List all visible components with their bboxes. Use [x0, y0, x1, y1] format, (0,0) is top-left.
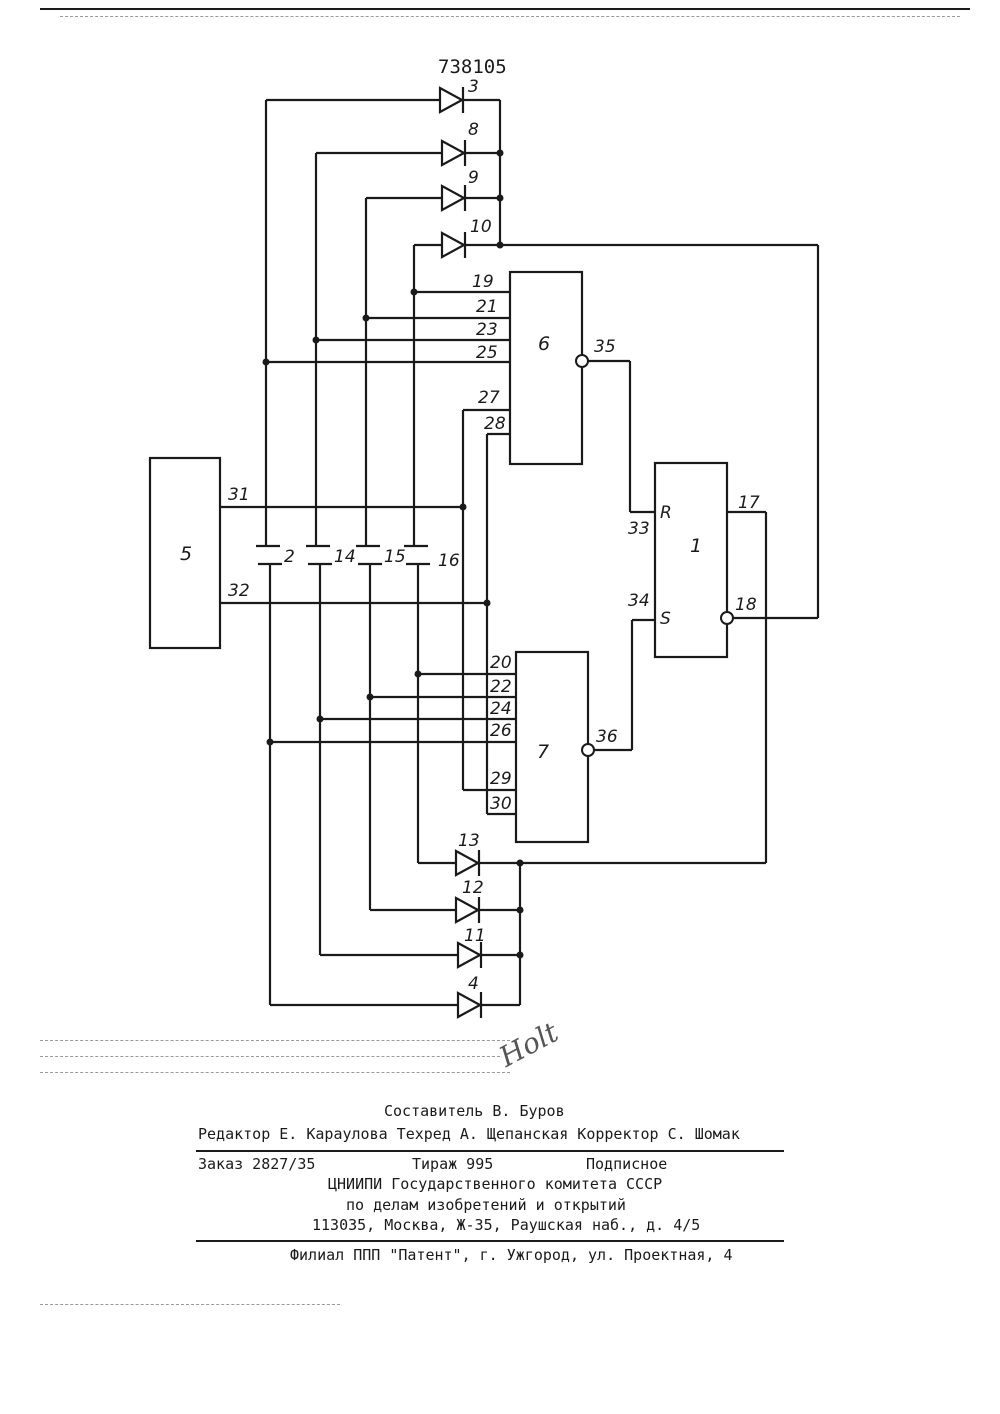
- diode-4: [458, 993, 480, 1017]
- capacitor-15: [356, 546, 382, 564]
- scan-smudge: [40, 1072, 510, 1073]
- pin-20: 20: [490, 653, 512, 673]
- diode-3-label: 3: [468, 77, 479, 97]
- block-1-label: 1: [690, 535, 702, 557]
- diode-10-label: 10: [470, 217, 492, 237]
- pin-21: 21: [476, 297, 498, 317]
- pin-24: 24: [490, 699, 512, 719]
- block-7: [516, 652, 588, 842]
- diode-10: [442, 233, 464, 257]
- pin-29: 29: [490, 769, 512, 789]
- capacitor-2-label: 2: [284, 547, 295, 567]
- imprint-order: Заказ 2827/35: [198, 1155, 315, 1173]
- diode-13: [456, 851, 478, 875]
- pin-30: 30: [490, 794, 512, 814]
- pin-S: S: [660, 609, 671, 629]
- pin-22: 22: [490, 677, 512, 697]
- diode-8: [442, 141, 464, 165]
- diode-12: [456, 898, 478, 922]
- block-6: [510, 272, 582, 464]
- block-7-inverted-output: [582, 744, 594, 756]
- pin-34: 34: [628, 591, 650, 611]
- imprint-org-line2: по делам изобретений и открытий: [346, 1196, 626, 1214]
- pin-23: 23: [476, 320, 498, 340]
- block-6-inverted-output: [576, 355, 588, 367]
- scan-smudge: [40, 1040, 510, 1041]
- scan-noise-line: [40, 1304, 340, 1305]
- diode-9-label: 9: [468, 168, 479, 188]
- pin-R: R: [660, 503, 672, 523]
- pin-36: 36: [596, 727, 618, 747]
- scan-smudge: [40, 1056, 500, 1057]
- imprint-editors: Редактор Е. Караулова Техред А. Щепанска…: [198, 1125, 740, 1143]
- circuit-schematic: 738105 5 6 7 1: [0, 0, 1000, 1100]
- pin-18: 18: [735, 595, 757, 615]
- capacitor-2: [256, 546, 282, 564]
- imprint-address: 113035, Москва, Ж-35, Раушская наб., д. …: [312, 1216, 700, 1234]
- pin-26: 26: [490, 721, 512, 741]
- capacitor-15-label: 15: [384, 547, 406, 567]
- capacitor-16: [404, 546, 430, 564]
- pin-17: 17: [738, 493, 760, 513]
- pin-28: 28: [484, 414, 506, 434]
- block-6-label: 6: [538, 333, 550, 355]
- diode-11: [458, 943, 480, 967]
- diode-9: [442, 186, 464, 210]
- patent-number: 738105: [438, 56, 507, 78]
- imprint-print-run: Тираж 995: [412, 1155, 493, 1173]
- imprint-subscription: Подписное: [586, 1155, 667, 1173]
- imprint-rule-top: [196, 1150, 784, 1152]
- pin-27: 27: [478, 388, 500, 408]
- pin-33: 33: [628, 519, 650, 539]
- capacitor-14-label: 14: [334, 547, 356, 567]
- pin-31: 31: [228, 485, 250, 505]
- diode-4-label: 4: [468, 974, 479, 994]
- block-7-label: 7: [537, 741, 549, 763]
- diode-12-label: 12: [462, 878, 484, 898]
- imprint-org-line1: ЦНИИПИ Государственного комитета СССР: [328, 1175, 662, 1193]
- imprint-branch: Филиал ППП "Патент", г. Ужгород, ул. Про…: [290, 1246, 733, 1264]
- pin-32: 32: [228, 581, 250, 601]
- diode-11-label: 11: [464, 926, 486, 946]
- imprint-rule-bottom: [196, 1240, 784, 1242]
- pin-35: 35: [594, 337, 616, 357]
- imprint-compiler: Составитель В. Буров: [384, 1102, 565, 1120]
- block-1-inverted-output: [721, 612, 733, 624]
- diode-3: [440, 88, 462, 112]
- capacitor-14: [306, 546, 332, 564]
- diode-8-label: 8: [468, 120, 479, 140]
- capacitor-16-label: 16: [438, 551, 460, 571]
- diode-13-label: 13: [458, 831, 480, 851]
- block-5-label: 5: [180, 543, 192, 565]
- pin-25: 25: [476, 343, 498, 363]
- pin-19: 19: [472, 272, 494, 292]
